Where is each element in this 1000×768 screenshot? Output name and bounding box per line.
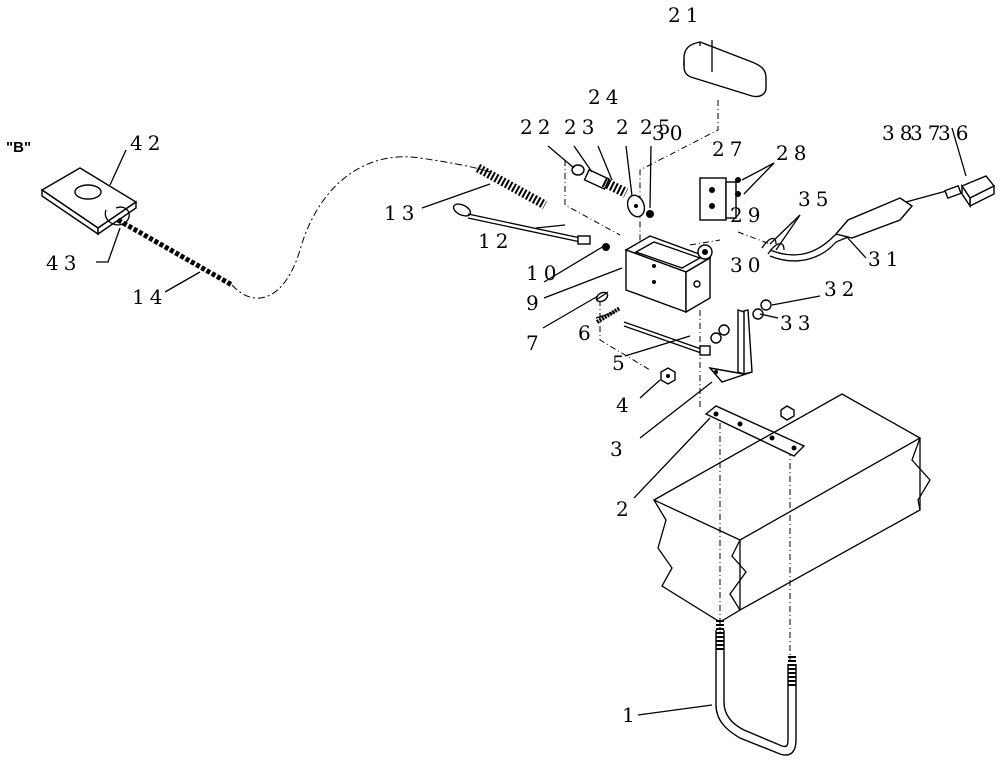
callout-42: 42 [130,131,165,155]
callout-6: 6 [578,321,596,345]
view-label: "B" [6,139,31,156]
strap-plate-2 [704,405,806,457]
callout-29: 29 [730,203,765,227]
connector-36 [944,175,996,209]
housing-9 [624,235,712,314]
callout-30: 30 [730,253,765,277]
callout-4: 4 [616,393,634,417]
cable-31 [769,189,951,262]
callout-27: 27 [712,137,747,161]
callout-13: 13 [384,201,419,225]
callout-37: 37 [910,121,945,145]
frame-beam [652,393,931,623]
callout-38: 38 [882,121,917,145]
callout-10: 10 [526,261,561,285]
callout-14: 14 [132,285,167,309]
leader-lines [96,40,967,716]
switch-27 [699,177,741,221]
callout-28: 28 [776,141,811,165]
callout-3: 3 [610,437,628,461]
callout-24: 24 [588,85,623,109]
u-bolt-1 [715,620,797,756]
bracket-3 [708,309,753,383]
callout-43: 43 [46,251,81,275]
terminals-35 [761,237,785,255]
callout-25: 25 [640,115,675,139]
callout-21: 21 [668,3,703,27]
hook-12 [452,203,591,245]
nut-10 [602,210,654,251]
bolt-5 [623,321,711,356]
pin-22 [571,164,585,176]
screw-7 [595,291,609,303]
callout-7: 7 [526,331,544,355]
washer-25 [626,194,646,218]
callout-35: 35 [798,187,833,211]
nut-30 [697,244,713,260]
center-lines [231,100,791,660]
callout-22: 22 [520,115,555,139]
callout-9: 9 [526,291,544,315]
washers-32-33 [710,299,772,344]
callout-12: 12 [478,229,513,253]
callout-23: 23 [564,115,599,139]
pad-21 [683,41,767,98]
view-label-group: "B" [6,139,31,156]
spring-13 [475,164,548,209]
callout-30-top: 30 [652,121,687,145]
callout-2: 2 [616,497,634,521]
chain-14 [116,217,234,288]
callout-33: 33 [780,311,815,335]
callout-labels: 42 43 14 13 12 10 9 7 6 5 4 3 2 1 21 22 … [46,3,973,727]
callout-31: 31 [868,247,903,271]
spring-24 [601,177,629,198]
screw-6 [595,306,622,324]
callout-26: 2 [616,115,634,139]
callout-32: 32 [824,277,859,301]
callout-36: 36 [938,121,973,145]
callout-5: 5 [612,351,630,375]
nut-4 [660,367,676,385]
callout-1: 1 [622,703,640,727]
